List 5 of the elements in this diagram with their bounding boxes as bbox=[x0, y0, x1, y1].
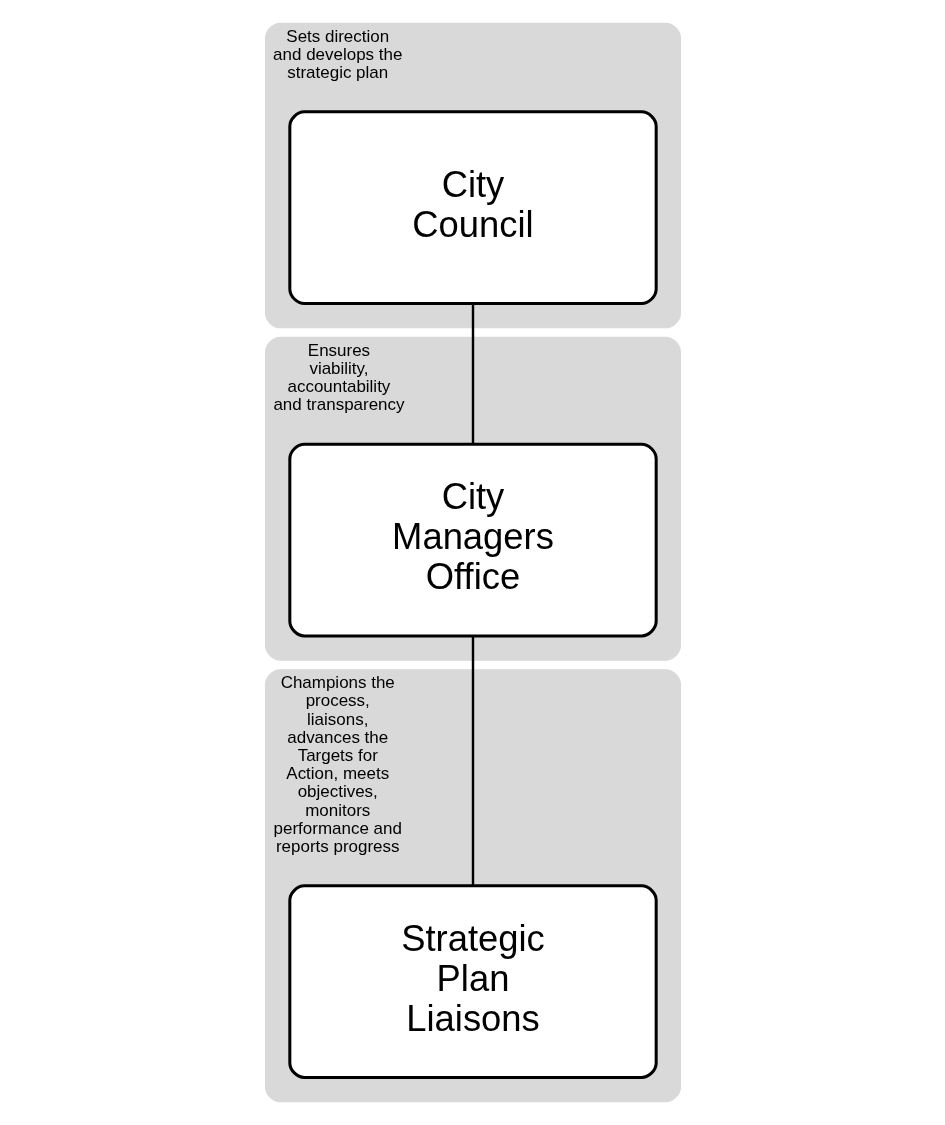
connector bbox=[471, 636, 474, 886]
connector bbox=[471, 303, 474, 444]
node-box: City Council bbox=[287, 110, 658, 305]
node-box: Strategic Plan Liaisons bbox=[287, 884, 658, 1079]
node-box: City Managers Office bbox=[287, 442, 658, 638]
